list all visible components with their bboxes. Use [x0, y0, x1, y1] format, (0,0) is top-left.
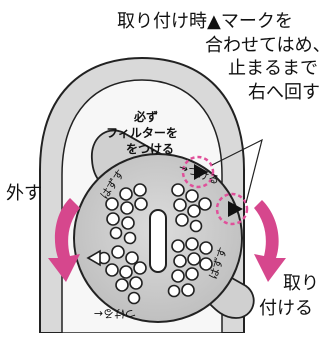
triangle-outline-marker-icon — [86, 249, 101, 267]
curved-arrow-icon-remove — [48, 198, 80, 282]
ring-label-bottom-left: つける← — [94, 307, 136, 320]
hole-cluster-lower-left — [97, 245, 147, 305]
dial-warning-text: 必ず フィルターを をつける — [106, 109, 178, 156]
warning-line-1: 必ず — [133, 109, 158, 124]
leader-line — [211, 138, 263, 204]
label-remove: 外す — [6, 183, 42, 204]
center-slot — [149, 209, 167, 273]
triangle-marker-icon-upper — [194, 164, 208, 180]
instruction-line-1: 取り付け時▲マークを — [117, 11, 293, 32]
label-attach-1: 取り — [283, 273, 319, 294]
triangle-marker-icon-lower — [228, 201, 243, 217]
instruction-line-4: 右へ回す — [248, 82, 320, 103]
label-attach-2: 付ける — [259, 298, 313, 319]
hole-cluster-upper-left — [105, 183, 148, 245]
warning-line-2: フィルターを — [106, 126, 178, 140]
highlight-circle-lower — [215, 192, 249, 226]
hole-cluster-upper-right — [171, 183, 212, 233]
highlight-circle-upper — [181, 155, 215, 189]
hole-cluster-lower-right — [167, 237, 213, 298]
instruction-line-2: 合わせてはめ、 — [205, 35, 329, 56]
warning-line-3: をつける — [126, 142, 174, 156]
curved-arrow-icon-attach — [254, 200, 286, 282]
instruction-line-3: 止まるまで — [228, 58, 318, 79]
